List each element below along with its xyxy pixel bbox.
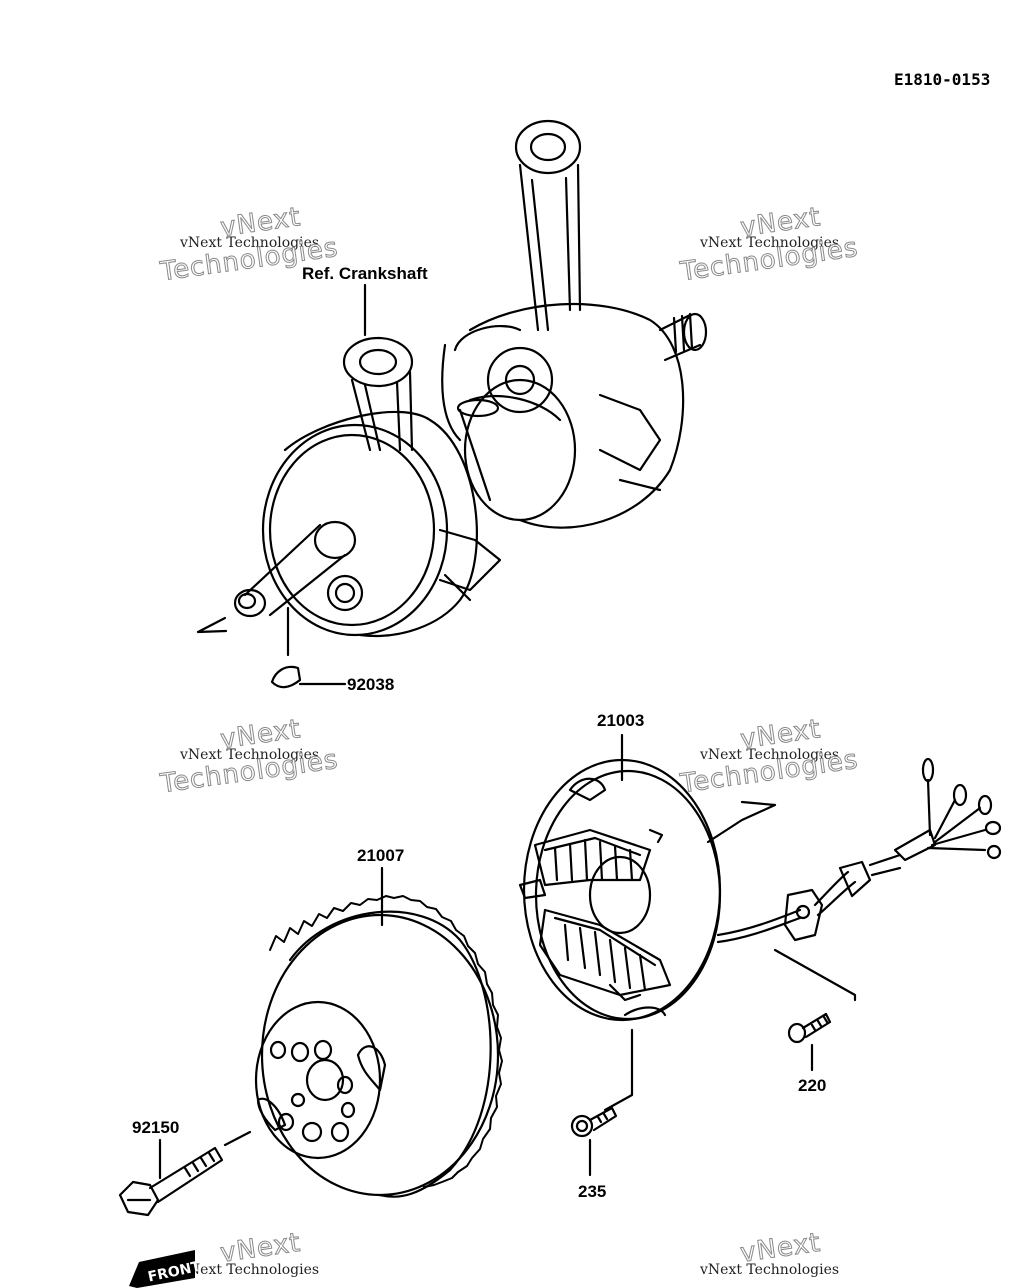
axis-indicator-stator: [706, 800, 777, 844]
leader-220: [773, 948, 857, 1002]
axis-indicator-line: [196, 616, 228, 634]
crankshaft-threaded-end: [658, 312, 708, 362]
connecting-rod-front: [342, 336, 414, 452]
crank-journal: [456, 378, 577, 522]
label-220: 220: [798, 1076, 827, 1095]
front-direction-badge: FRONT: [129, 1250, 203, 1288]
screw-235: [570, 1106, 618, 1177]
starter-gear-teeth: [269, 895, 503, 1188]
stator-assembly: [518, 733, 1002, 1112]
stator-wire-harness: [716, 757, 1002, 944]
leader-92038: [286, 606, 347, 686]
connecting-rod-rear: [514, 119, 582, 332]
label-92150: 92150: [132, 1118, 180, 1137]
stator-coil-upper: [518, 828, 652, 900]
crank-web-front: [261, 410, 502, 637]
label-ref-crankshaft: Ref. Crankshaft: [302, 264, 428, 283]
label-92038: 92038: [347, 675, 395, 694]
label-235: 235: [578, 1182, 607, 1201]
leader-235: [603, 1028, 634, 1112]
screw-220: [787, 1012, 832, 1072]
flywheel-rotor: [254, 866, 503, 1198]
woodruff-key: [270, 606, 347, 689]
crankshaft-assembly: [196, 119, 708, 637]
bolt-92150: [118, 1130, 252, 1217]
stator-coil-lower: [538, 908, 672, 1002]
crank-web-rear: [441, 302, 685, 529]
diagram-code: E1810-0153: [894, 70, 991, 89]
crankshaft-tapered-end: [233, 520, 357, 618]
label-21003: 21003: [597, 711, 645, 730]
label-21007: 21007: [357, 846, 405, 865]
